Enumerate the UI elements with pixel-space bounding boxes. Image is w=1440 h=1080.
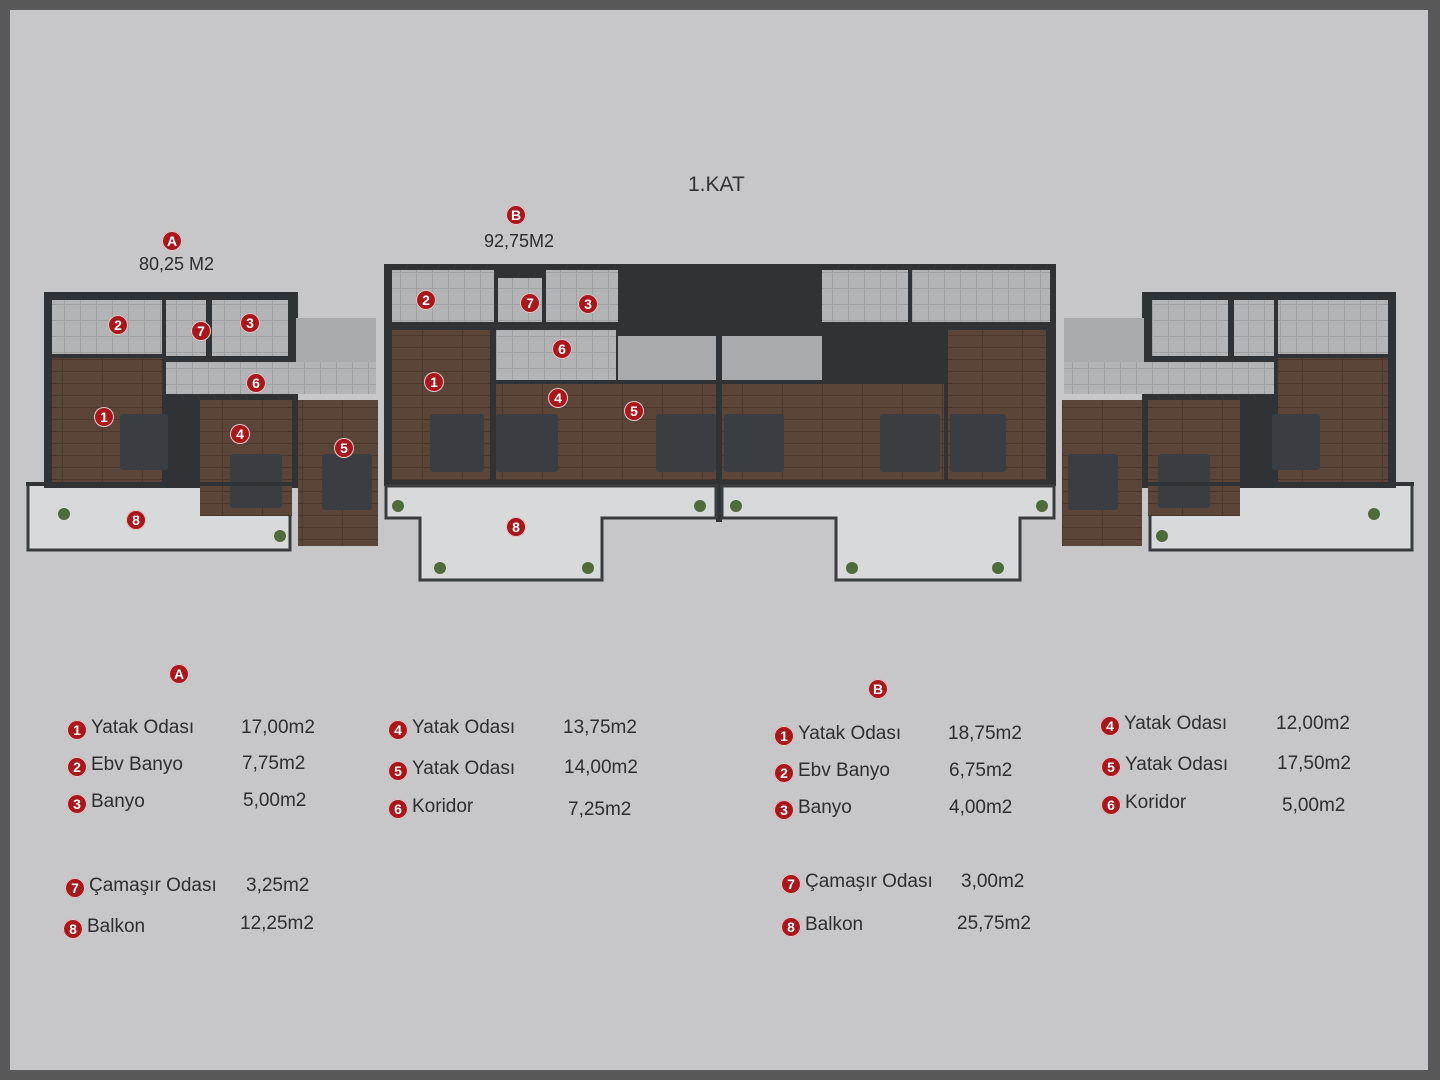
legend-b-area-8: 25,75m2 xyxy=(957,913,1031,934)
plan-marker-b-4: 4 xyxy=(548,388,568,408)
plan-marker-a-3: 3 xyxy=(240,313,260,333)
plan-sheet: 1.KAT A 80,25 M2 B 92,75M2 1 2 3 4 5 6 7… xyxy=(10,10,1428,1070)
plan-marker-a-7: 7 xyxy=(191,321,211,341)
plan-marker-a-8: 8 xyxy=(126,510,146,530)
legend-b-area-5: 17,50m2 xyxy=(1277,753,1351,774)
legend-b-letter: B xyxy=(868,679,888,699)
plan-marker-a-6: 6 xyxy=(246,373,266,393)
plan-marker-b-7: 7 xyxy=(520,293,540,313)
legend-a-area-7: 3,25m2 xyxy=(246,875,310,896)
plan-marker-a-4: 4 xyxy=(230,424,250,444)
legend-a-area-8: 12,25m2 xyxy=(240,913,314,934)
central-block xyxy=(384,264,1056,582)
legend-a-area-2: 7,75m2 xyxy=(242,753,306,774)
floor-plan-drawing xyxy=(26,264,1414,582)
legend-b-area-7: 3,00m2 xyxy=(961,871,1025,892)
unit-b-letter: B xyxy=(506,205,526,225)
unit-a-left xyxy=(26,292,378,552)
legend-a-letter: A xyxy=(169,664,189,684)
plan-marker-b-8: 8 xyxy=(506,517,526,537)
unit-a-letter: A xyxy=(162,231,182,251)
plan-marker-a-1: 1 xyxy=(94,407,114,427)
unit-a-right xyxy=(1062,292,1414,552)
legend-a-area-4: 13,75m2 xyxy=(563,717,637,738)
plan-marker-b-6: 6 xyxy=(552,339,572,359)
legend-b-header: B xyxy=(868,679,888,699)
plan-marker-b-5: 5 xyxy=(624,401,644,421)
legend-b-area-3: 4,00m2 xyxy=(949,797,1013,818)
legend-b-area-2: 6,75m2 xyxy=(949,760,1013,781)
plan-marker-b-2: 2 xyxy=(416,290,436,310)
legend-a-area-5: 14,00m2 xyxy=(564,757,638,778)
legend-a-area-1: 17,00m2 xyxy=(241,717,315,738)
legend-a-area-3: 5,00m2 xyxy=(243,790,307,811)
legend-b-area-6: 5,00m2 xyxy=(1282,795,1346,816)
plan-marker-b-1: 1 xyxy=(424,372,444,392)
floor-title: 1.KAT xyxy=(688,173,745,196)
unit-a-area: 80,25 M2 xyxy=(139,254,215,274)
plan-marker-a-2: 2 xyxy=(108,315,128,335)
unit-a-badge: A xyxy=(162,231,182,251)
legend-b-area-1: 18,75m2 xyxy=(948,723,1022,744)
plan-marker-b-3: 3 xyxy=(578,294,598,314)
legend-a-header: A xyxy=(169,664,189,684)
unit-b-badge: B xyxy=(506,205,526,225)
legend-a-area-6: 7,25m2 xyxy=(568,799,632,820)
legend-b-area-4: 12,00m2 xyxy=(1276,713,1350,734)
unit-b-area: 92,75M2 xyxy=(484,231,555,251)
plan-marker-a-5: 5 xyxy=(334,438,354,458)
